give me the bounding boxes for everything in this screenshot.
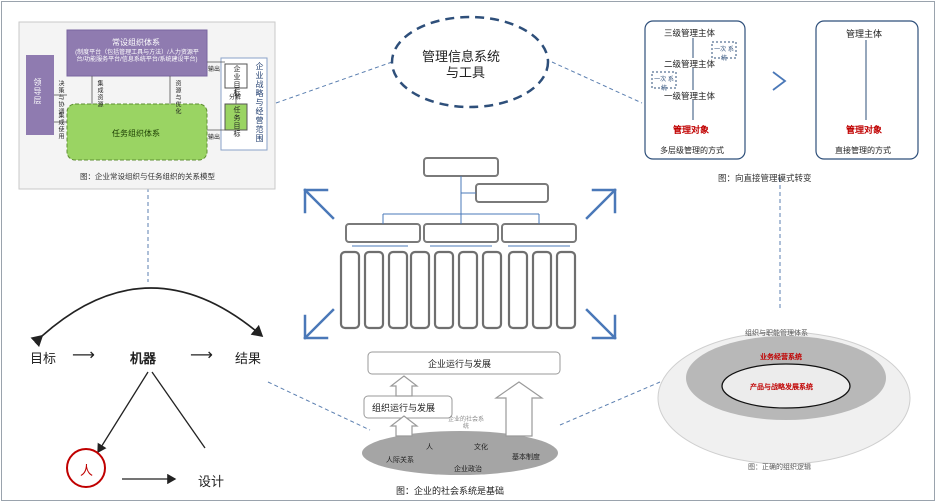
link-output-2: 输出 (208, 135, 221, 141)
enterprise-ops-box: 企业运行与发展 (428, 359, 492, 369)
arrow-1: ⟶ (72, 347, 95, 364)
permanent-desc: (制度平台（包括管理工具与方法）/人力资源平台/功能服务平台/信息系统平台/系统… (75, 50, 199, 63)
ellipse-item-culture: 文化 (474, 444, 488, 451)
level3-label: 三级管理主体 (664, 28, 716, 38)
connector-lines (147, 61, 781, 431)
caption-direct: 直接管理的方式 (835, 146, 891, 155)
ellipse-item-politics: 企业政治 (454, 466, 482, 473)
middle-ring-label: 业务经营系统 (760, 354, 802, 361)
org-ops-box: 组织运行与发展 (372, 403, 436, 413)
goal-box-label: 企业目标 (233, 65, 240, 97)
task-goal-label: 任务目标 (233, 106, 240, 138)
top-right-caption: 图：向直接管理模式转变 (718, 173, 812, 183)
link-output-1: 输出 (208, 67, 221, 73)
level1-label: 一级管理主体 (664, 91, 716, 101)
tool-box-upper: 一次 系统 (714, 47, 734, 62)
arrow-2: ⟶ (190, 347, 213, 364)
design-node: 设计 (198, 474, 225, 489)
caption-multilevel: 多层级管理的方式 (660, 146, 724, 155)
link-support: 资源与优化 (174, 80, 180, 115)
target-left: 管理对象 (673, 125, 710, 135)
person-node: 人 (80, 463, 94, 478)
mis-title-line1: 管理信息系统 (422, 49, 501, 64)
mis-title-line2: 与工具 (446, 65, 486, 80)
leader-bar-label: 领导层 (33, 78, 42, 105)
target-right: 管理对象 (846, 125, 883, 135)
bottom-right-caption: 图：正确的组织逻辑 (748, 464, 811, 471)
level2-label: 二级管理主体 (664, 59, 716, 69)
link-decision: 决策与协调 (57, 80, 63, 115)
link-breakdown: 分解 (229, 95, 242, 101)
inner-ring-label: 产品与战略发展系统 (750, 384, 813, 391)
tool-box-lower: 一次 系统 (654, 77, 674, 92)
machine-node: 机器 (130, 351, 157, 366)
center-bottom-caption: 图：企业的社会系统是基础 (396, 486, 505, 496)
goal-node: 目标 (30, 351, 57, 366)
ellipse-item-institutions: 基本制度 (512, 454, 540, 461)
link-integrate: 集成使用 (57, 112, 63, 140)
task-title: 任务组织体系 (112, 129, 160, 138)
social-system-label: 企业的社会系统 (448, 417, 485, 430)
permanent-title: 常设组织体系 (112, 38, 160, 47)
ellipse-item-person: 人 (426, 444, 433, 451)
link-resource: 集成资源 (96, 80, 102, 108)
outer-ring-label: 组织与职能管理体系 (745, 330, 808, 337)
strategy-label: 企业战略与经营范围 (255, 62, 264, 143)
subject-right: 管理主体 (846, 29, 883, 39)
result-node: 结果 (235, 351, 262, 366)
ellipse-item-relations: 人际关系 (386, 457, 414, 464)
left-model-caption: 图：企业常设组织与任务组织的关系模型 (80, 172, 215, 181)
